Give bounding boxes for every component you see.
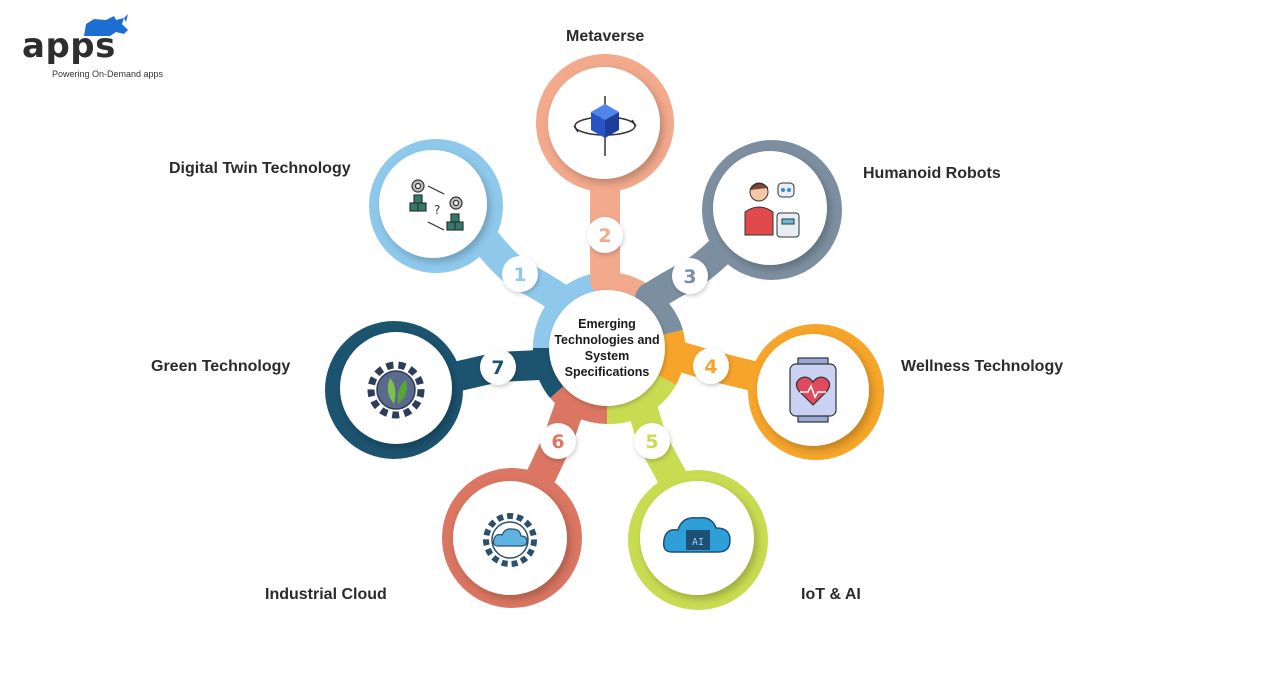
label-digital-twin-technology: Digital Twin Technology [169,160,351,177]
cloud-gear-icon [483,513,537,567]
badge-number-7: 7 [491,357,504,379]
digital-twin-icon: ? [409,179,464,231]
badge-number-2: 2 [598,225,611,247]
metaverse-cube-icon [573,96,637,156]
badge-number-3: 3 [683,266,696,288]
brand-logo: apps Powering On-Demand apps [22,14,182,84]
center-disc [549,290,665,406]
label-industrial-cloud: Industrial Cloud [265,586,387,603]
center-title: Emerging Technologies and System Specifi… [554,317,660,379]
svg-text:?: ? [434,203,440,217]
ai-chip-label: AI [692,537,704,548]
label-green-technology: Green Technology [151,358,291,375]
badge-number-6: 6 [551,431,564,453]
number-badges [480,217,729,459]
label-wellness-technology: Wellness Technology [901,358,1064,375]
logo-tagline: Powering On-Demand apps [52,69,164,79]
badge-number-4: 4 [704,356,717,378]
rhino-logo-icon [84,14,128,36]
badge-number-5: 5 [645,431,658,453]
leaf-gear-icon [367,361,425,419]
label-humanoid-robots: Humanoid Robots [863,165,1001,182]
badge-number-1: 1 [513,264,526,286]
smartwatch-heart-icon [789,357,837,423]
label-metaverse: Metaverse [566,28,645,45]
label-iot-ai: IoT & AI [801,586,861,603]
ai-chip-cloud-icon: AI [662,516,731,553]
humanoid-robot-icon [744,182,800,238]
